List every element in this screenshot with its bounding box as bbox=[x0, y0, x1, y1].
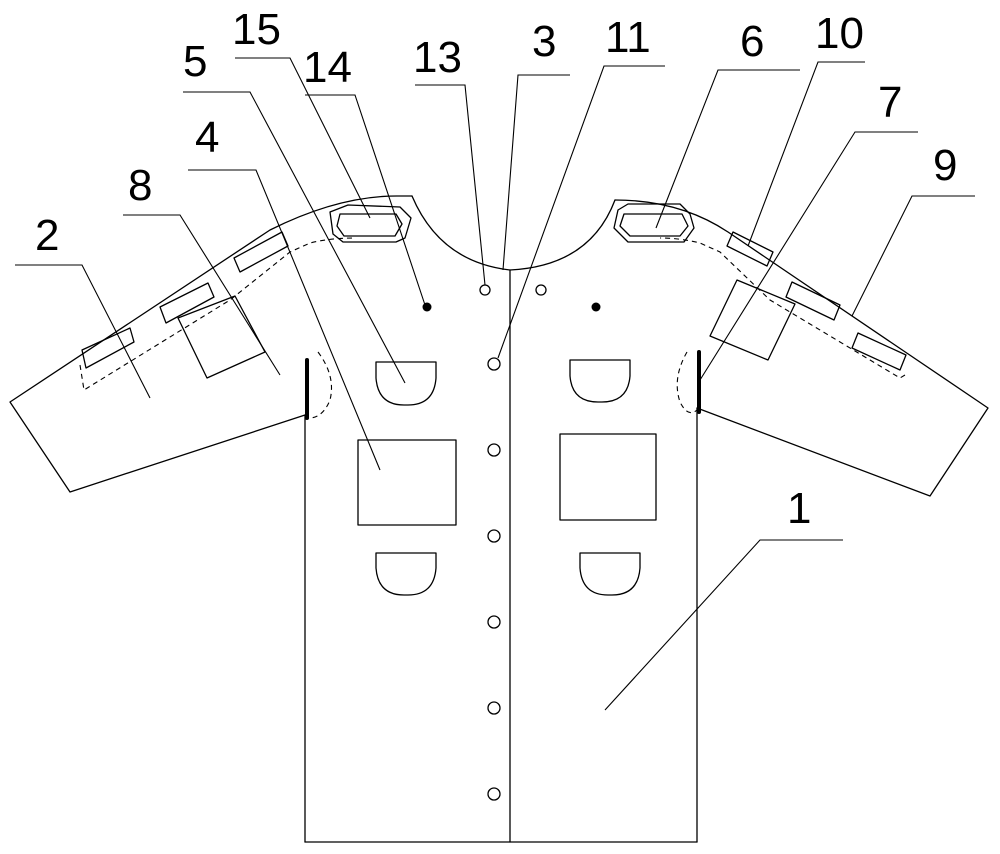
label-4: 4 bbox=[195, 113, 219, 162]
right-sleeve-patch-pocket bbox=[709, 279, 796, 361]
leader-5 bbox=[183, 91, 406, 384]
leader-6 bbox=[655, 69, 800, 229]
label-1: 1 bbox=[787, 484, 811, 533]
leader-4 bbox=[188, 169, 381, 471]
right-sleeve bbox=[614, 199, 989, 497]
neckline bbox=[411, 195, 616, 271]
right-chest-patch bbox=[559, 433, 657, 521]
left-chest-patch bbox=[357, 439, 457, 526]
right-shoulder-badge bbox=[613, 203, 695, 243]
left-upper-pocket bbox=[375, 361, 437, 406]
leader-8 bbox=[123, 214, 281, 376]
left-sleeve-outline bbox=[9, 195, 413, 493]
shoulder-badges bbox=[329, 203, 695, 243]
leader-2 bbox=[15, 264, 151, 399]
right-underarm-curve bbox=[676, 351, 698, 414]
left-sleeve-patch-pocket bbox=[177, 295, 266, 379]
front-button-4 bbox=[487, 615, 501, 629]
left-underarm-curve bbox=[304, 351, 333, 419]
right-shoulder-badge-inner bbox=[619, 213, 689, 237]
left-sleeve-strap-2 bbox=[159, 282, 215, 324]
leader-14 bbox=[305, 94, 426, 306]
left-sleeve-strap-1 bbox=[81, 327, 135, 369]
label-13: 13 bbox=[413, 33, 462, 82]
left-sleeve bbox=[9, 195, 413, 493]
right-sleeve-seam-dashed bbox=[659, 237, 906, 379]
label-3: 3 bbox=[532, 17, 556, 66]
left-shoulder-badge bbox=[329, 204, 412, 243]
collar-button-left bbox=[479, 284, 491, 296]
garment-body bbox=[304, 269, 698, 843]
reference-labels: 1 2 3 4 5 6 7 8 9 10 11 13 14 15 bbox=[35, 5, 957, 533]
left-sleeve-strap-3 bbox=[233, 231, 289, 273]
leader-lines bbox=[15, 57, 975, 711]
label-14: 14 bbox=[303, 43, 352, 92]
leader-15 bbox=[235, 57, 371, 219]
front-button-2 bbox=[487, 443, 501, 457]
leader-13 bbox=[415, 84, 486, 286]
left-dot-marker bbox=[422, 302, 432, 312]
left-shoulder-badge-inner bbox=[336, 213, 403, 237]
right-dot-marker bbox=[591, 302, 601, 312]
buttons bbox=[422, 284, 601, 801]
right-lower-pocket bbox=[579, 552, 641, 596]
leader-10 bbox=[747, 61, 865, 247]
front-button-3 bbox=[487, 529, 501, 543]
right-sleeve-strap-3 bbox=[851, 332, 907, 371]
left-lower-pocket bbox=[375, 552, 437, 596]
pockets bbox=[357, 359, 657, 596]
leader-11 bbox=[497, 65, 665, 359]
label-15: 15 bbox=[232, 5, 281, 54]
collar-button-right bbox=[535, 284, 547, 296]
leader-1 bbox=[604, 539, 843, 711]
label-11: 11 bbox=[605, 13, 651, 62]
label-5: 5 bbox=[183, 37, 207, 86]
label-7: 7 bbox=[878, 78, 902, 127]
leader-9 bbox=[851, 195, 975, 317]
label-2: 2 bbox=[35, 211, 59, 260]
label-8: 8 bbox=[128, 161, 152, 210]
front-button-5 bbox=[487, 701, 501, 715]
right-upper-pocket bbox=[569, 359, 631, 403]
label-6: 6 bbox=[740, 17, 764, 66]
leader-3 bbox=[502, 74, 570, 271]
front-button-1 bbox=[487, 357, 501, 371]
right-sleeve-strap-2 bbox=[785, 281, 841, 321]
right-sleeve-strap-1 bbox=[726, 231, 774, 267]
leader-7 bbox=[699, 131, 918, 381]
left-sleeve-seam-dashed bbox=[79, 237, 356, 391]
front-button-6 bbox=[487, 787, 501, 801]
label-10: 10 bbox=[815, 9, 864, 58]
label-9: 9 bbox=[933, 141, 957, 190]
right-sleeve-outline bbox=[614, 199, 989, 497]
